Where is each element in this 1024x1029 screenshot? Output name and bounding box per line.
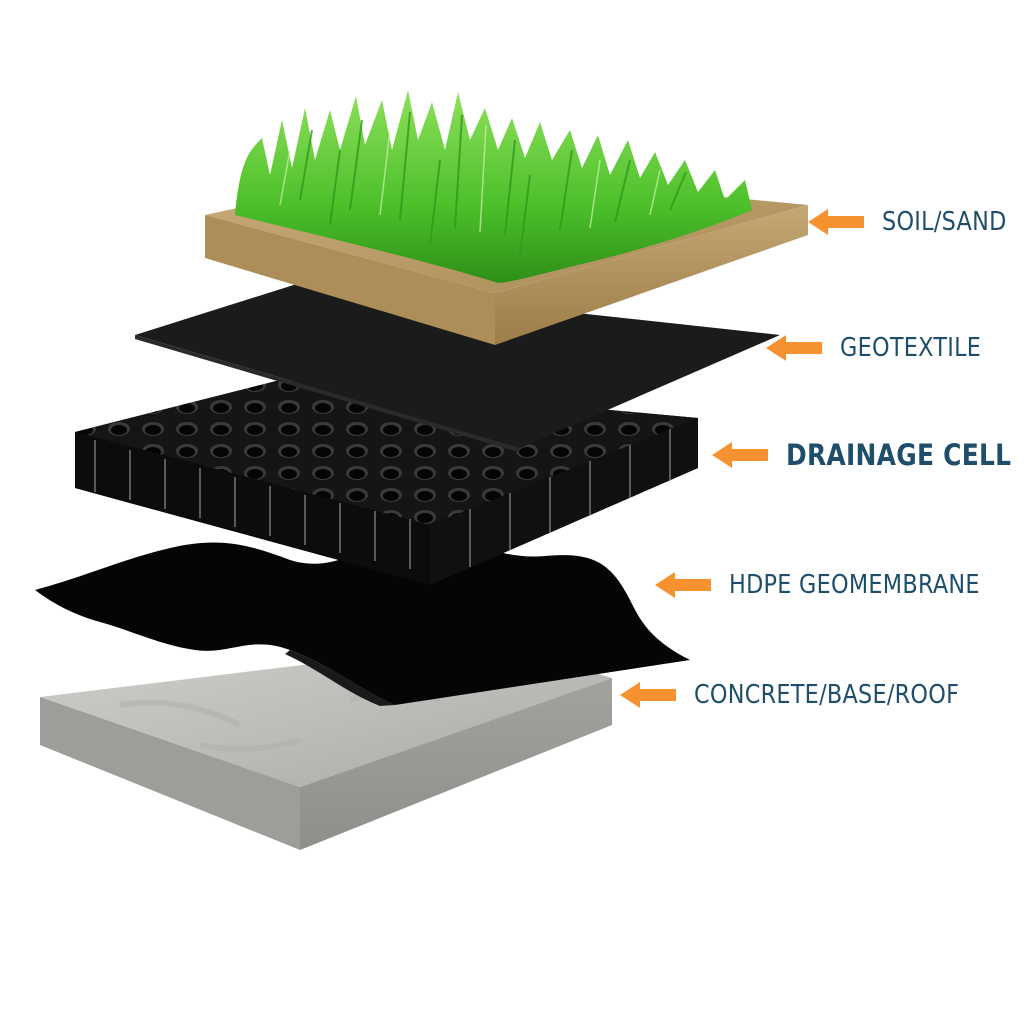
label-text: DRAINAGE CELL xyxy=(786,438,1012,472)
label-drainage-cell: DRAINAGE CELL xyxy=(712,438,1024,472)
geotextile-layer xyxy=(135,283,780,452)
arrow-left-icon xyxy=(655,572,711,598)
hdpe-geomembrane-layer xyxy=(35,540,690,706)
label-text: GEOTEXTILE xyxy=(840,333,982,363)
arrow-left-icon xyxy=(620,682,676,708)
grass-layer xyxy=(235,90,752,283)
label-hdpe-geomembrane: HDPE GEOMEMBRANE xyxy=(655,570,1021,600)
label-text: HDPE GEOMEMBRANE xyxy=(729,570,980,600)
label-geotextile: GEOTEXTILE xyxy=(766,333,1004,363)
arrow-left-icon xyxy=(712,442,768,468)
label-text: CONCRETE/BASE/ROOF xyxy=(694,680,960,710)
label-concrete-base-roof: CONCRETE/BASE/ROOF xyxy=(620,680,1002,710)
label-soil-sand: SOIL/SAND xyxy=(808,207,1024,237)
label-text: SOIL/SAND xyxy=(882,207,1007,237)
arrow-left-icon xyxy=(808,209,864,235)
arrow-left-icon xyxy=(766,335,822,361)
